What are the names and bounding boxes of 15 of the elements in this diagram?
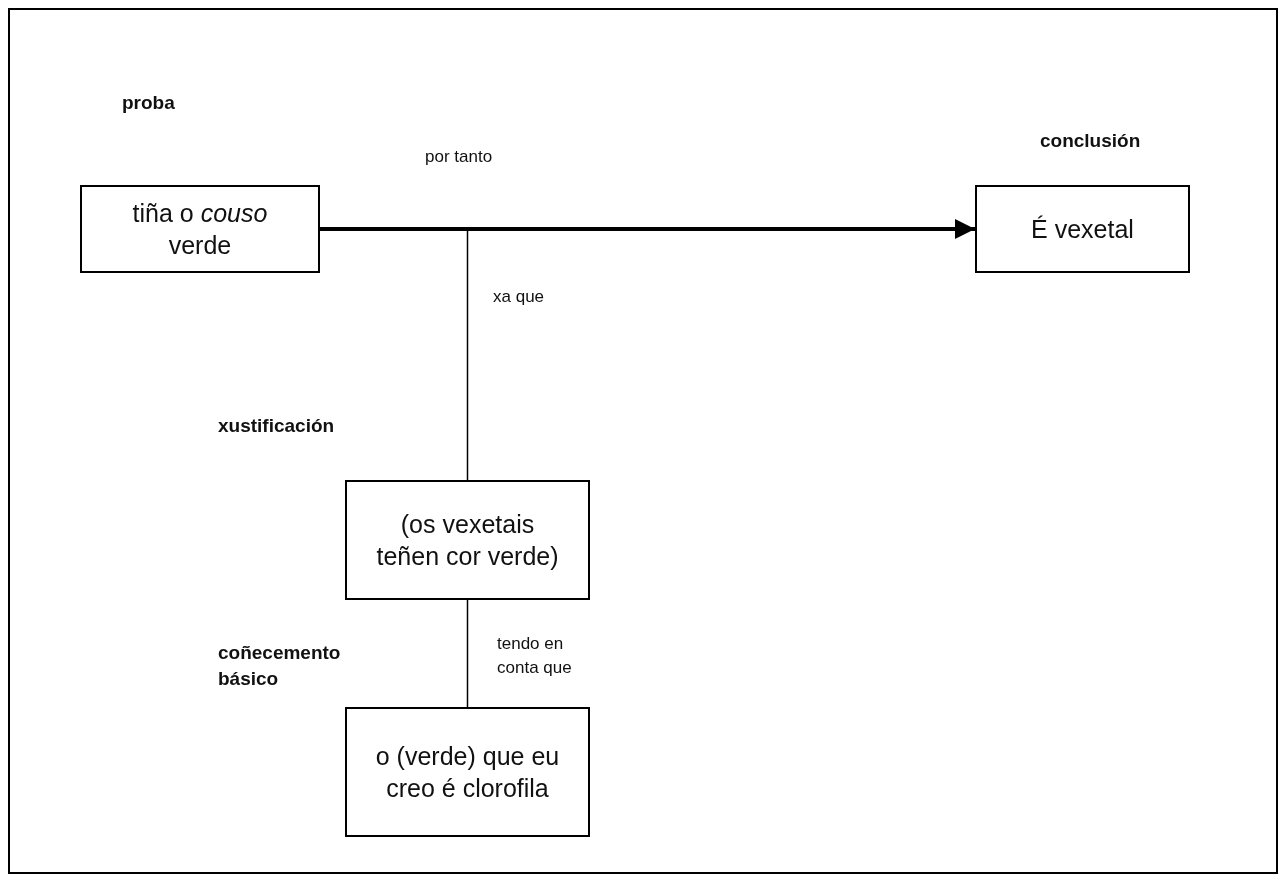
node-heading: proba: [122, 91, 176, 115]
connector-line: [466, 228, 469, 481]
box-text: (os vexetais teñen cor verde): [375, 508, 560, 572]
arrow: [320, 219, 975, 239]
box-text: É vexetal: [1030, 213, 1135, 245]
text-box: [80, 185, 320, 273]
text-box: [345, 707, 590, 837]
connector-line: [466, 599, 469, 708]
text-box: [975, 185, 1190, 273]
node-heading: xustificación: [218, 414, 336, 438]
node-heading: conclusión: [1040, 129, 1142, 153]
node-heading: coñecemento básico: [218, 641, 342, 691]
box-text: tiña o couso verde: [131, 197, 269, 261]
text-box: [345, 480, 590, 600]
box-text: o (verde) que eu creo é clorofila: [374, 740, 561, 804]
